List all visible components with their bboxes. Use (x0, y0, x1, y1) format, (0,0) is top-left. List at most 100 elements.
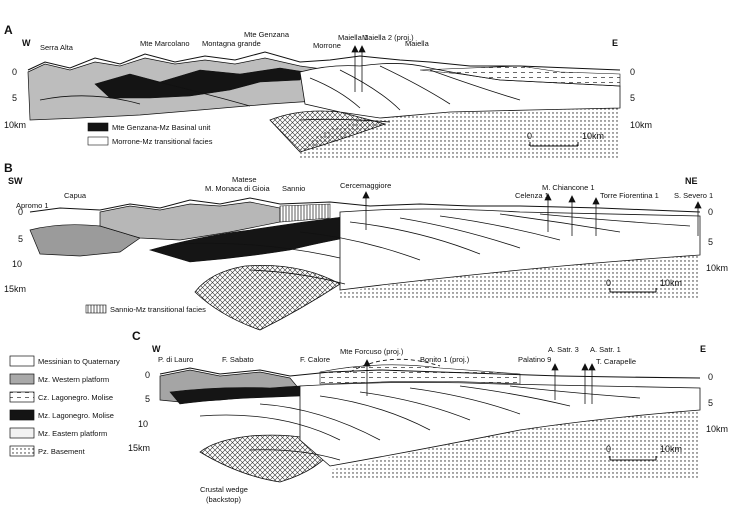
section-b-eastern-sheets (339, 208, 701, 291)
section-c-depth-0: 0 (145, 370, 150, 380)
place-capua: Capua (64, 191, 87, 200)
legend-eastern-platform-label: Mz. Eastern platform (38, 429, 107, 438)
section-c-topography (159, 367, 701, 379)
place-cercemaggiore: Cercemaggiore (340, 181, 391, 190)
section-c-thrust-lines (199, 385, 641, 461)
place-serra-alta: Serra Alta (40, 43, 74, 52)
section-c: C W E 0 5 10 15km (128, 329, 728, 504)
section-a-scale-0: 0 (527, 131, 532, 141)
section-a-west-label: W (22, 38, 31, 48)
legend-swatch-cz-lagonegro (9, 391, 35, 403)
legend-messinian-label: Messinian to Quaternary (38, 357, 120, 366)
legend-cz-lagonegro-label: Cz. Lagonegro. Molise (38, 393, 113, 402)
place-apromo-1: Apromo 1 (16, 201, 49, 210)
section-c-depth-r0: 0 (708, 372, 713, 382)
section-c-basement (330, 410, 700, 478)
section-c-place-labels: P. di Lauro F. Sabato F. Calore Mte Forc… (158, 345, 636, 366)
section-b-depth-r5: 5 (708, 237, 713, 247)
section-b-basement (340, 255, 700, 298)
section-b-depth-15: 15km (4, 284, 26, 294)
section-a: A W E 0 (4, 23, 652, 160)
legend-transitional-swatch (87, 136, 109, 146)
section-b-transitional (279, 203, 331, 223)
section-c-scale-0: 0 (606, 444, 611, 454)
section-b-wells (362, 191, 702, 236)
section-c-east-label: E (700, 344, 706, 354)
section-a-depth-r5: 5 (630, 93, 635, 103)
section-b-depth-5: 5 (18, 234, 23, 244)
section-c-eastern-sheets (299, 382, 701, 467)
section-c-depth-10: 10 (138, 419, 148, 429)
section-c-scale-bar: 0 10km (606, 444, 682, 461)
section-b-lower-platform (29, 224, 141, 257)
section-c-depth-r10: 10km (706, 424, 728, 434)
legend-swatch-mz-lagonegro (9, 409, 35, 421)
legend-transitional-label: Morrone-Mz transitional facies (112, 137, 213, 146)
section-b-ne-label: NE (685, 176, 698, 186)
place-montagna-grande: Montagna grande (202, 39, 261, 48)
section-b-scale-0: 0 (606, 278, 611, 288)
section-c-upper-dash (319, 364, 521, 385)
place-m-monaca-di-gioia: M. Monaca di Gioia (205, 184, 270, 193)
place-f-calore: F. Calore (300, 355, 330, 364)
place-maiella: Maiella (405, 39, 430, 48)
section-b-legend: Sannio-Mz transitional facies (85, 304, 206, 314)
section-b-depth-r0: 0 (708, 207, 713, 217)
legend-basinal-label: Mte Genzana-Mz Basinal unit (112, 123, 211, 132)
section-b-sw-label: SW (8, 176, 23, 186)
section-c-depth-r5: 5 (708, 398, 713, 408)
section-a-depth-axis-right: 0 5 10km (630, 67, 652, 130)
section-b-depth-axis-left: 0 5 10 15km (4, 207, 26, 294)
section-c-depth-axis-right: 0 5 10km (706, 372, 728, 434)
section-a-legend: Mte Genzana-Mz Basinal unit Morrone-Mz t… (87, 122, 213, 146)
section-c-depth-15: 15km (128, 443, 150, 453)
place-a-satr-1: A. Satr. 1 (590, 345, 621, 354)
section-b-scale-10km: 10km (660, 278, 682, 288)
place-m-chiancone-1: M. Chiancone 1 (542, 183, 595, 192)
section-a-letter: A (4, 23, 13, 37)
place-sannio: Sannio (282, 184, 305, 193)
section-b-depth-r10: 10km (706, 263, 728, 273)
place-maiella-2: Maiella 2 (proj.) (362, 33, 414, 42)
place-f-sabato: F. Sabato (222, 355, 254, 364)
section-a-topography (27, 51, 621, 71)
section-b-thrust-lines (179, 213, 691, 285)
place-celenza-1: Celenza 1 (515, 191, 549, 200)
place-s-severo-1: S. Severo 1 (674, 191, 713, 200)
place-a-satr-3: A. Satr. 3 (548, 345, 579, 354)
section-a-east-label: E (612, 38, 618, 48)
section-b-scale-bar: 0 10km (606, 278, 682, 293)
section-b-depth-10: 10 (12, 259, 22, 269)
place-bonito-1: Bonito 1 (proj.) (420, 355, 470, 364)
place-maiella-1: Maiella 1 (338, 33, 368, 42)
section-a-transitional-facies (299, 63, 621, 119)
crustal-wedge-backstop-label: (backstop) (206, 495, 242, 504)
crustal-wedge-label: Crustal wedge (200, 485, 248, 494)
legend-western-platform-label: Mz. Western platform (38, 375, 109, 384)
section-b-letter: B (4, 161, 13, 175)
section-a-thrust-lines (39, 65, 521, 123)
place-mte-genzana: Mte Genzana (244, 30, 290, 39)
section-a-depth-r0: 0 (630, 67, 635, 77)
section-a-scale-bar: 0 10km (527, 131, 604, 147)
section-c-depth-5: 5 (145, 394, 150, 404)
legend-sannio-swatch (85, 304, 107, 314)
place-morrone: Morrone (313, 41, 341, 50)
legend-basinal-swatch (87, 122, 109, 132)
legend-basement-label: Pz. Basement (38, 447, 86, 456)
legend-sannio-label: Sannio-Mz transitional facies (110, 305, 206, 314)
section-a-place-labels: Serra Alta Mte Marcolano Montagna grande… (40, 30, 430, 52)
section-c-scale-10km: 10km (660, 444, 682, 454)
legend-swatch-western-platform (9, 373, 35, 385)
section-c-wells (363, 359, 596, 404)
section-b: B SW NE 0 5 10 (4, 161, 728, 331)
legend-mz-lagonegro-label: Mz. Lagonegro. Molise (38, 411, 114, 420)
section-b-depth-0: 0 (18, 207, 23, 217)
section-a-depth-r10: 10km (630, 120, 652, 130)
place-torre-fiorentina-1: Torre Fiorentina 1 (600, 191, 659, 200)
section-a-wells (351, 45, 366, 92)
place-p-di-lauro: P. di Lauro (158, 355, 193, 364)
place-t-carapelle: T. Carapelle (596, 357, 636, 366)
section-a-scale-10km: 10km (582, 131, 604, 141)
section-a-depth-10: 10km (4, 120, 26, 130)
